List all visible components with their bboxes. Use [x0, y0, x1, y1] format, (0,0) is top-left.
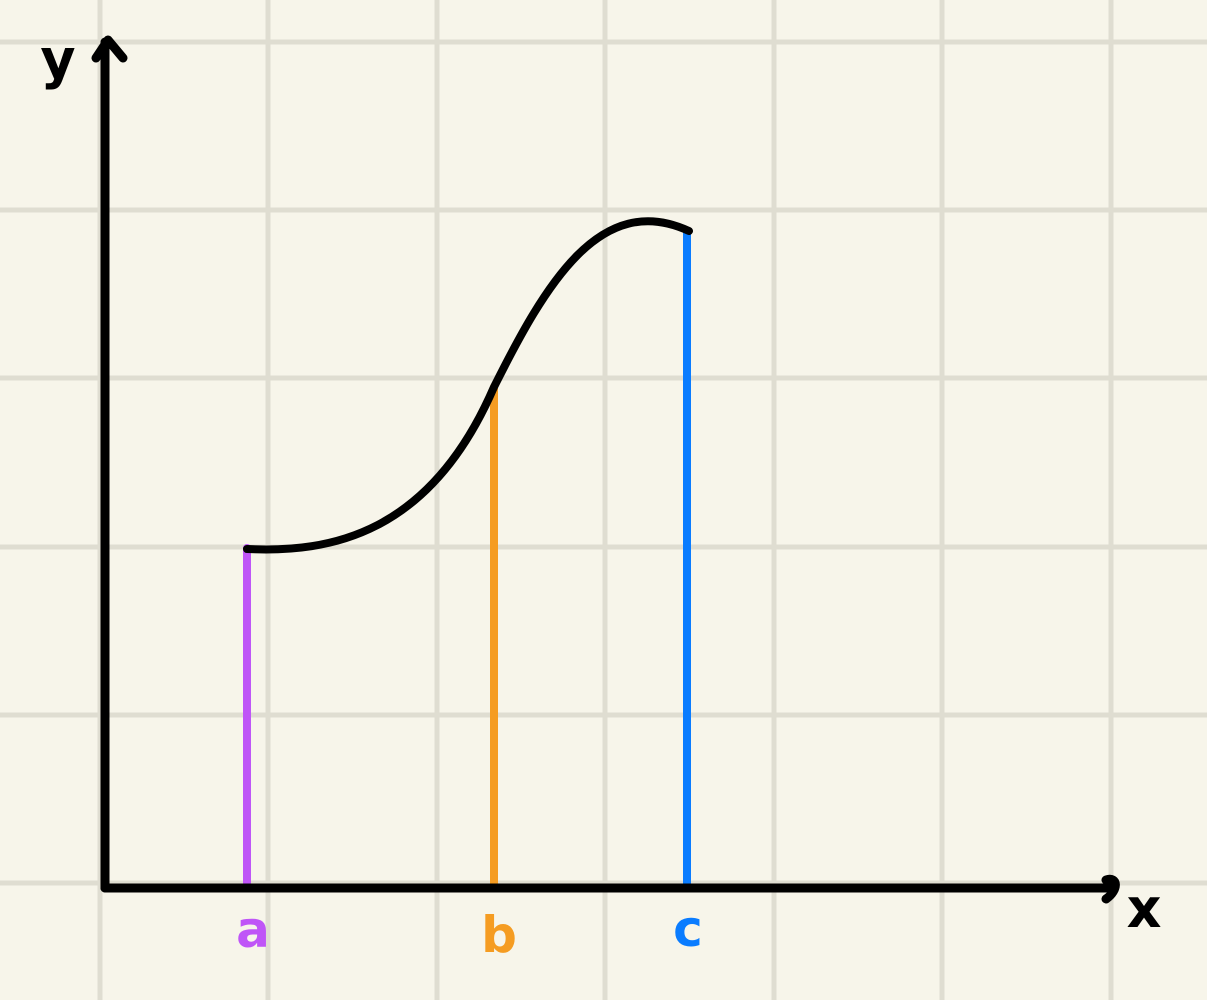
x-axis-label: x: [1127, 877, 1162, 940]
axes: [91, 35, 1120, 904]
x-axis-arrowhead: [1101, 874, 1120, 904]
marker-label-a: a: [236, 901, 270, 959]
function-curve: [243, 217, 693, 554]
marker-label-b: b: [481, 906, 517, 964]
y-axis-arrowhead: [91, 35, 128, 63]
marker-label-c: c: [673, 900, 703, 958]
y-axis-label: y: [40, 28, 75, 91]
